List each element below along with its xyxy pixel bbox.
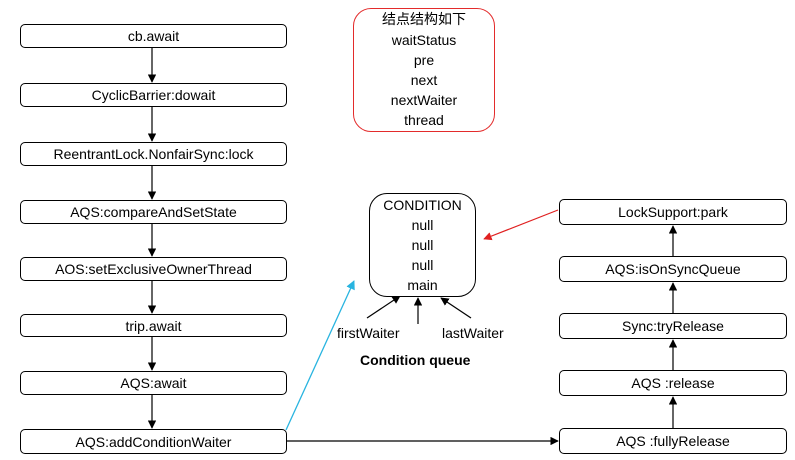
- box-locksupport-park: LockSupport:park: [559, 199, 787, 225]
- arrow-park-to-condition: [483, 209, 559, 241]
- condition-queue-caption: Condition queue: [360, 352, 471, 368]
- condition-field-null-2: null: [411, 237, 434, 253]
- condition-node-box: CONDITION null null null main: [369, 193, 476, 297]
- box-cb-await: cb.await: [20, 24, 287, 48]
- first-waiter-label: firstWaiter: [337, 325, 400, 341]
- arrow-firstwaiter: [366, 295, 401, 319]
- last-waiter-label: lastWaiter: [442, 325, 504, 341]
- node-structure-box: 结点结构如下 waitStatus pre next nextWaiter th…: [353, 8, 495, 132]
- node-field-waitstatus: waitStatus: [391, 32, 457, 48]
- node-field-thread: thread: [404, 112, 444, 128]
- box-aqs-compareandsetstate: AQS:compareAndSetState: [20, 200, 287, 224]
- box-trip-await: trip.await: [20, 314, 287, 337]
- node-field-next: next: [410, 72, 438, 88]
- box-aos-setexclusiveownerthread: AOS:setExclusiveOwnerThread: [20, 257, 287, 281]
- box-sync-tryrelease: Sync:tryRelease: [559, 313, 787, 339]
- box-aqs-await: AQS:await: [20, 371, 287, 395]
- box-reentrantlock-lock: ReentrantLock.NonfairSync:lock: [20, 142, 287, 166]
- box-cyclicbarrier-dowait: CyclicBarrier:dowait: [20, 83, 287, 107]
- arrow-addwaiter-to-condition: [285, 280, 355, 431]
- condition-field-null-1: null: [411, 217, 434, 233]
- box-aqs-release: AQS :release: [559, 370, 787, 396]
- box-aqs-isonsyncqueue: AQS:isOnSyncQueue: [559, 256, 787, 282]
- box-aqs-fullyrelease: AQS :fullyRelease: [559, 428, 787, 454]
- node-field-nextwaiter: nextWaiter: [390, 92, 458, 108]
- arrow-lastwaiter: [440, 297, 472, 319]
- node-field-pre: pre: [413, 52, 435, 68]
- box-aqs-addconditionwaiter: AQS:addConditionWaiter: [20, 429, 287, 454]
- condition-field-null-3: null: [411, 257, 434, 273]
- condition-field-thread: main: [407, 277, 438, 293]
- condition-field-status: CONDITION: [383, 197, 462, 213]
- node-structure-title: 结点结构如下: [382, 12, 466, 28]
